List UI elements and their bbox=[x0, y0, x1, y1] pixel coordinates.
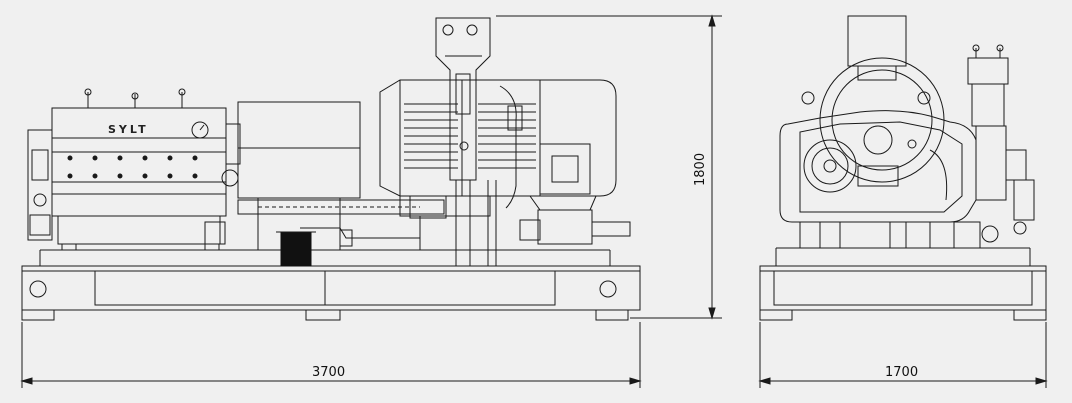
side-view: SYLT bbox=[22, 16, 722, 388]
dim-length bbox=[22, 322, 640, 388]
end-view: 1700 bbox=[760, 16, 1046, 388]
motor-cooling-fins bbox=[404, 104, 536, 168]
logo-text: SYLT bbox=[108, 123, 149, 136]
end-manifold bbox=[954, 45, 1034, 248]
dim-height-label: 1800 bbox=[693, 153, 708, 186]
end-foot-right bbox=[1014, 310, 1046, 320]
end-flywheel bbox=[804, 140, 856, 192]
end-pump-body bbox=[780, 111, 976, 222]
lifting-bracket bbox=[436, 18, 522, 266]
electric-motor bbox=[380, 80, 630, 250]
dim-height bbox=[496, 16, 722, 318]
skid-foot-right bbox=[596, 310, 628, 320]
terminal-box bbox=[540, 144, 590, 194]
pressure-gauge bbox=[192, 122, 208, 138]
filter-block bbox=[281, 232, 311, 266]
end-view-base bbox=[760, 248, 1046, 320]
lifting-hole-right bbox=[600, 281, 616, 297]
dim-length-label: 3700 bbox=[312, 365, 345, 380]
lifting-hole-left bbox=[30, 281, 46, 297]
skid-foot-mid bbox=[306, 310, 340, 320]
skid-base bbox=[22, 250, 640, 320]
pump-head: SYLT bbox=[28, 89, 240, 250]
dim-width bbox=[760, 322, 1046, 388]
dim-width-label: 1700 bbox=[885, 365, 918, 380]
skid-foot-left bbox=[22, 310, 54, 320]
end-foot-left bbox=[760, 310, 792, 320]
pump-head-bolts bbox=[68, 156, 197, 178]
